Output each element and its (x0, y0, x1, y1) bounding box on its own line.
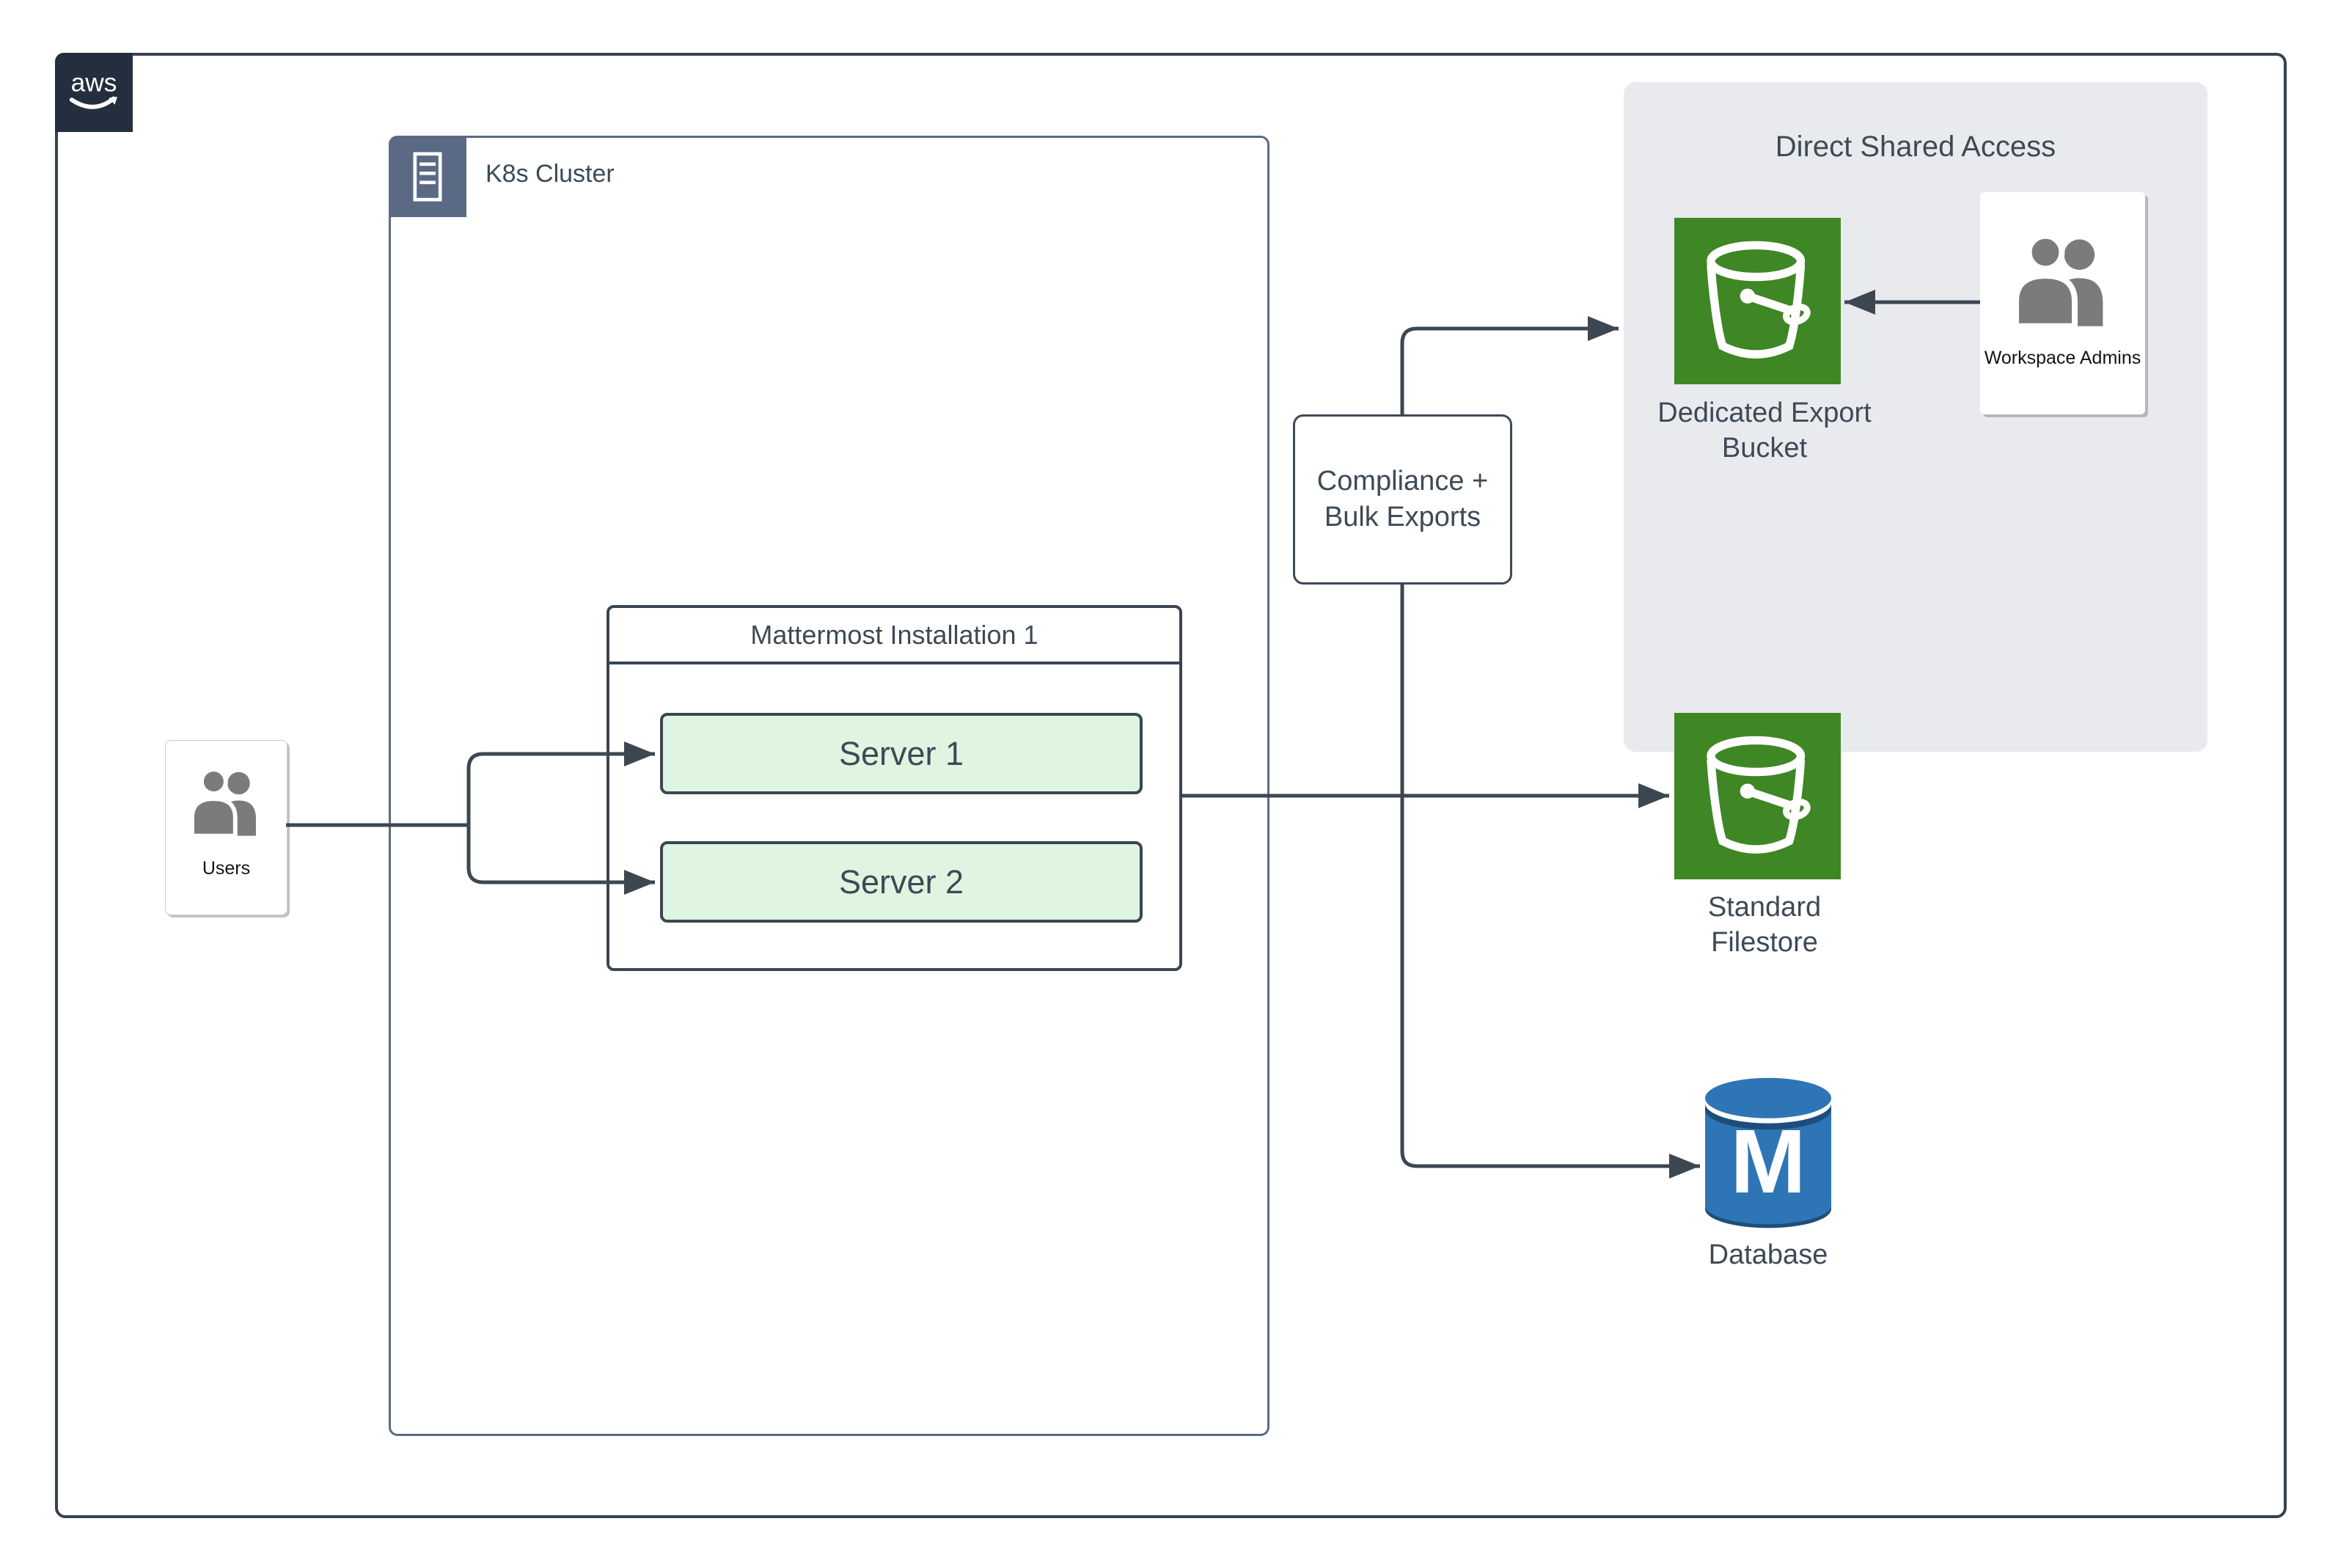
aws-logo-badge: aws (55, 53, 133, 132)
s3-bucket-icon (1707, 241, 1811, 359)
workspace-admins-icon (2012, 235, 2103, 329)
users-label: Users (202, 858, 251, 879)
server-1-node: Server 1 (660, 713, 1143, 794)
direct-shared-access-title: Direct Shared Access (1775, 131, 2056, 163)
mattermost-installation-title: Mattermost Installation 1 (609, 608, 1179, 664)
database-monogram: M (1730, 1111, 1806, 1212)
server-rack-icon (413, 151, 442, 202)
k8s-cluster-badge (389, 136, 466, 217)
dedicated-export-bucket-node (1674, 218, 1841, 384)
dedicated-export-bucket-label: Dedicated Export Bucket (1657, 398, 1872, 464)
compliance-bulk-exports-node: Compliance + Bulk Exports (1293, 414, 1512, 585)
workspace-admins-label: Workspace Admins (1984, 348, 2141, 368)
database-label: Database (1708, 1239, 1828, 1270)
k8s-cluster-label: K8s Cluster (485, 160, 615, 188)
aws-logo-icon: aws (69, 68, 117, 109)
workspace-admins-node: Workspace Admins (1980, 192, 2145, 414)
server-2-label: Server 2 (838, 862, 964, 901)
standard-filestore-node (1674, 713, 1841, 879)
standard-filestore-label: Standard Filestore (1707, 892, 1822, 958)
k8s-cluster-container (389, 136, 1269, 1436)
database-cylinder-icon: M (1705, 1077, 1831, 1228)
svg-text:aws: aws (71, 68, 117, 97)
users-icon (189, 769, 256, 838)
s3-bucket-icon (1707, 736, 1811, 854)
database-node: M (1705, 1077, 1831, 1234)
server-2-node: Server 2 (660, 841, 1143, 923)
server-1-label: Server 1 (838, 734, 964, 772)
compliance-label-line1: Compliance + (1316, 465, 1489, 497)
users-node: Users (165, 740, 287, 915)
compliance-label-line2: Bulk Exports (1324, 502, 1481, 532)
